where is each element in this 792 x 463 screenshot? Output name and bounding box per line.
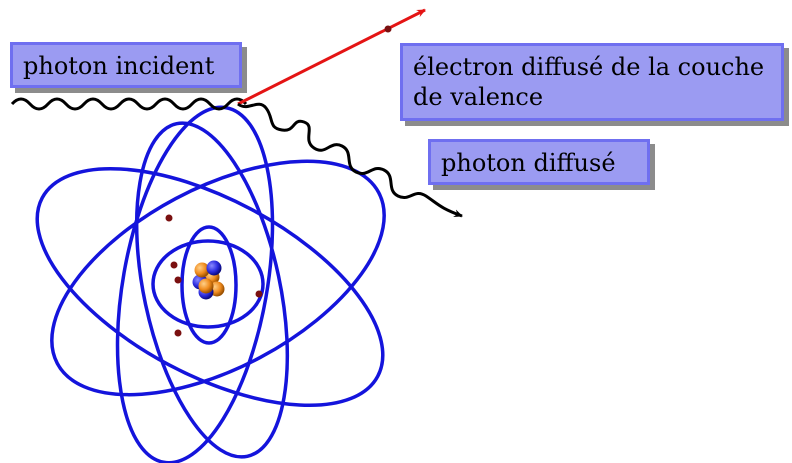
electron-dot [174,329,182,337]
electron-dot [174,276,182,284]
orbit-outer-vertical-b [134,121,290,459]
neutron [198,278,214,294]
orbiting-electrons [165,214,263,337]
electron-orbits [35,105,386,463]
orbit-outer-tilted-a [35,166,385,408]
orbit-outer-tilted-b [50,159,386,397]
neutron [194,262,210,278]
orbit-inner-vertical [180,225,238,345]
scattered-electron-label: électron diffusé de la couche de valence [400,43,784,121]
proton [206,260,222,276]
incident-photon-label: photon incident [10,42,242,88]
electron-dot [170,261,178,269]
electron-dot [165,214,173,222]
scattered-electron-track [237,8,426,106]
electron-dot [255,290,263,298]
scattered-electron-dot [384,25,392,33]
incident-photon-wave [10,97,248,111]
orbit-outer-vertical-a [115,105,275,463]
orbit-inner-horizontal [151,239,265,329]
scattered-photon-label: photon diffusé [428,139,650,185]
scattered-photon-wave [237,102,463,218]
nucleus [192,260,225,300]
